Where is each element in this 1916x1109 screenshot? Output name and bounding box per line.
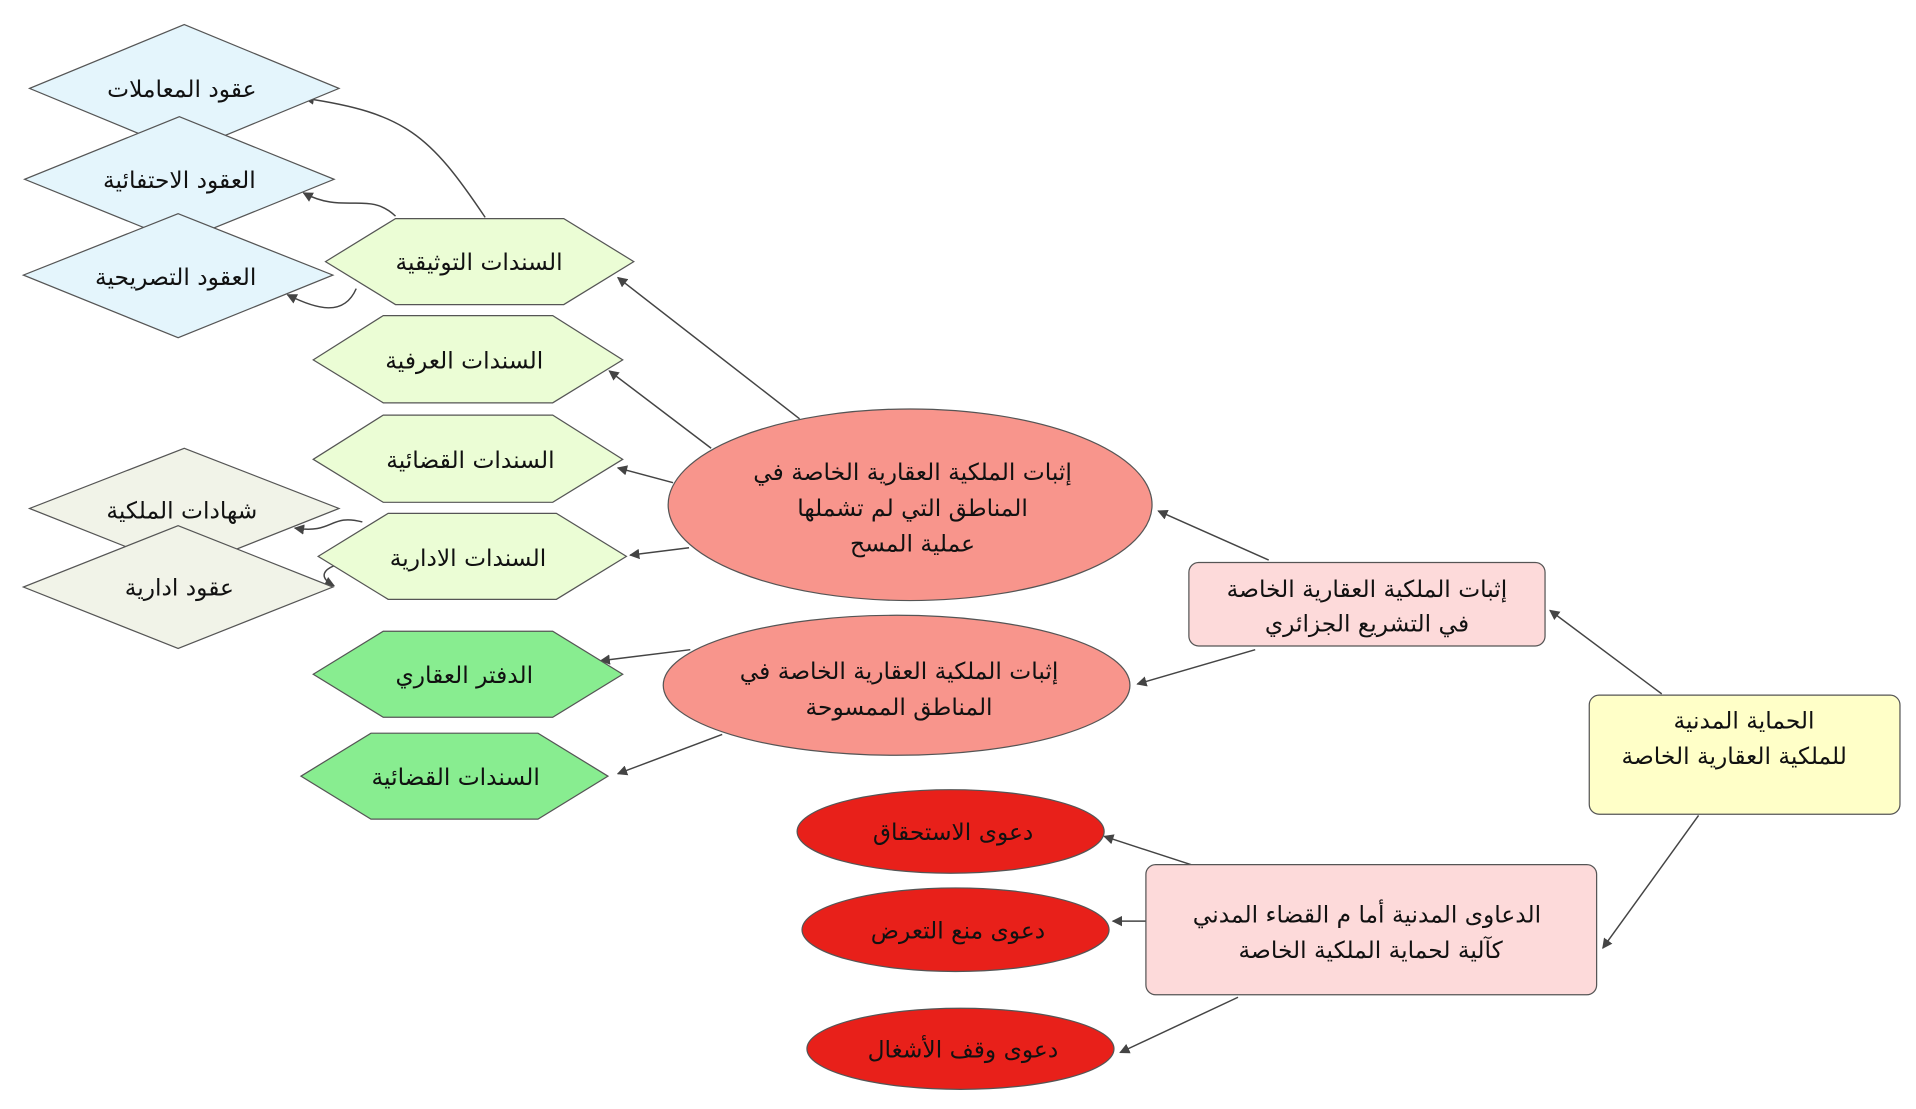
- edge-proof-unsurveyed: [1157, 509, 1270, 561]
- edge-lawsuits-stop-works: [1119, 996, 1239, 1054]
- node-label-line-2: المناطق التي لم تشملها: [797, 494, 1028, 522]
- node-label-line-3: عملية المسح: [850, 529, 975, 557]
- node-label: دعوى الاستحقاق: [873, 818, 1033, 846]
- node-label-line-2: للملكية العقارية الخاصة: [1621, 742, 1846, 770]
- edge-proof-surveyed: [1136, 648, 1256, 687]
- node-label-line-1: الحماية المدنية: [1673, 706, 1814, 734]
- node-proof-in-algerian-law[interactable]: إثبات الملكية العقارية الخاصة في التشريع…: [1188, 561, 1546, 647]
- node-claim-ownership[interactable]: دعوى الاستحقاق: [796, 789, 1105, 874]
- node-label: السندات التوثيقية: [395, 248, 562, 276]
- node-administrative-deeds[interactable]: السندات الادارية: [316, 512, 628, 600]
- node-ceremonial-contracts[interactable]: العقود الاحتفائية: [22, 116, 336, 243]
- edge-notarial-declarative: [286, 288, 357, 309]
- node-label: السندات القضائية: [372, 763, 540, 791]
- node-civil-lawsuits[interactable]: الدعاوى المدنية أما م القضاء المدني كآلي…: [1145, 863, 1598, 996]
- node-label: السندات العرفية: [385, 346, 543, 374]
- node-label: دعوى منع التعرض: [871, 916, 1045, 944]
- node-label: دعوى وقف الأشغال: [868, 1034, 1059, 1063]
- node-label-line-2: في التشريع الجزائري: [1265, 609, 1469, 637]
- node-label: العقود التصريحية: [95, 263, 256, 291]
- edge-notarial-transactions: [303, 94, 486, 218]
- node-surveyed-areas[interactable]: إثبات الملكية العقارية الخاصة في المناطق…: [662, 614, 1131, 756]
- edge-unsurveyed-notarial: [616, 276, 801, 420]
- node-transaction-contracts[interactable]: عقود المعاملات: [27, 23, 341, 153]
- node-label: العقود الاحتفائية: [103, 166, 256, 194]
- node-administrative-contracts[interactable]: عقود ادارية: [21, 524, 335, 650]
- node-notarial-deeds[interactable]: السندات التوثيقية: [324, 217, 635, 306]
- node-label-line-1: إثبات الملكية العقارية الخاصة في: [740, 657, 1059, 686]
- node-root-civil-protection[interactable]: الحماية المدنية للملكية العقارية الخاصة: [1588, 694, 1901, 815]
- node-ownership-certificates[interactable]: شهادات الملكية: [27, 447, 341, 571]
- node-land-register[interactable]: الدفتر العقاري: [312, 630, 624, 718]
- node-label: الدفتر العقاري: [395, 661, 533, 689]
- node-label: عقود المعاملات: [107, 75, 256, 103]
- edge-surveyed-judicial: [616, 733, 723, 776]
- node-label: عقود ادارية: [125, 574, 234, 602]
- node-claim-interference[interactable]: دعوى منع التعرض: [801, 887, 1110, 973]
- node-declarative-contracts[interactable]: العقود التصريحية: [21, 213, 335, 339]
- node-label-line-2: المناطق الممسوحة: [806, 693, 993, 721]
- node-judicial-deeds-2[interactable]: السندات القضائية: [299, 732, 610, 820]
- edge-unsurveyed-administrative: [629, 547, 690, 560]
- node-unsurveyed-areas[interactable]: إثبات الملكية العقارية الخاصة في المناطق…: [667, 408, 1153, 602]
- node-claim-stop-works[interactable]: دعوى وقف الأشغال: [806, 1007, 1115, 1090]
- node-label-line-1: الدعاوى المدنية أما م القضاء المدني: [1193, 899, 1541, 928]
- node-customary-deeds[interactable]: السندات العرفية: [312, 315, 624, 404]
- edge-notarial-ceremonial: [302, 192, 397, 217]
- edge-root-proof: [1549, 609, 1663, 695]
- edge-unsurveyed-customary: [608, 370, 712, 449]
- node-label-line-1: إثبات الملكية العقارية الخاصة في: [753, 458, 1072, 487]
- node-label-line-2: كآلية لحماية الملكية الخاصة: [1239, 936, 1504, 964]
- node-label-line-1: إثبات الملكية العقارية الخاصة: [1227, 575, 1508, 604]
- node-label: السندات الادارية: [390, 544, 546, 572]
- node-judicial-deeds[interactable]: السندات القضائية: [312, 414, 624, 503]
- edge-surveyed-register: [599, 648, 691, 665]
- edge-root-lawsuits: [1602, 815, 1700, 949]
- node-label: السندات القضائية: [386, 446, 554, 474]
- edge-administrative-certificates: [293, 519, 363, 535]
- node-label: شهادات الملكية: [106, 496, 257, 524]
- edge-unsurveyed-judicial: [616, 465, 674, 484]
